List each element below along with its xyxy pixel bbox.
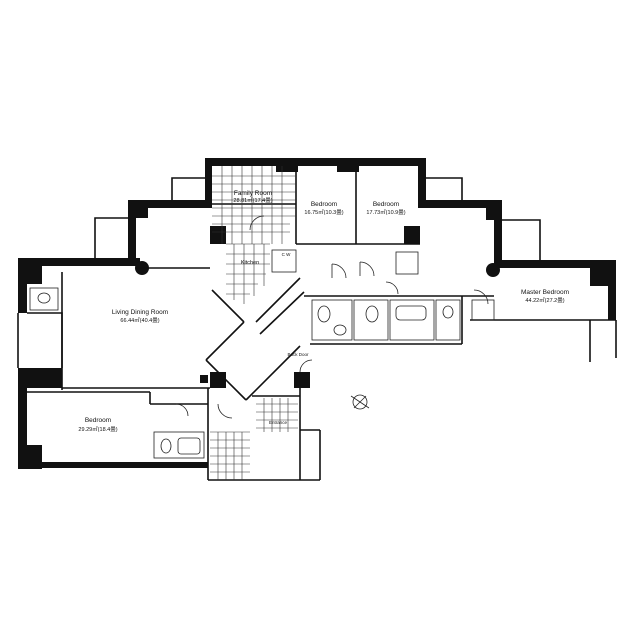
bedroom-3-label: Bedroom	[85, 417, 111, 424]
tiled-floors	[210, 166, 298, 480]
bathroom-fixtures	[29, 249, 495, 459]
bedroom-2-size: 17.73㎡(10.9畳)	[366, 208, 405, 216]
kitchen-label: Kitchen	[241, 260, 259, 266]
interior-walls	[27, 166, 616, 481]
bedroom-2-label: Bedroom	[373, 201, 399, 208]
cw-label: C W	[282, 252, 292, 257]
room-labels: Family Room 28.81㎡(17.4畳) Bedroom 16.75㎡…	[78, 190, 569, 433]
entrance-label: Entrance	[269, 420, 288, 425]
bedroom-1-size: 16.75㎡(10.3畳)	[304, 208, 343, 216]
exterior-walls	[18, 158, 616, 469]
north-arrow-icon	[350, 394, 370, 410]
family-room-label: Family Room	[234, 190, 272, 197]
living-dining-size: 66.44㎡(40.4畳)	[120, 316, 159, 324]
bedroom-1-label: Bedroom	[311, 201, 337, 208]
back-door-label: Back Door	[287, 352, 309, 357]
master-bedroom-size: 44.22㎡(27.2畳)	[525, 296, 564, 304]
door-swings	[175, 215, 489, 419]
family-room-size: 28.81㎡(17.4畳)	[233, 196, 272, 204]
living-dining-label: Living Dining Room	[112, 309, 168, 316]
master-bedroom-label: Master Bedroom	[521, 289, 569, 296]
bedroom-3-size: 29.29㎡(18.4畳)	[78, 425, 117, 433]
